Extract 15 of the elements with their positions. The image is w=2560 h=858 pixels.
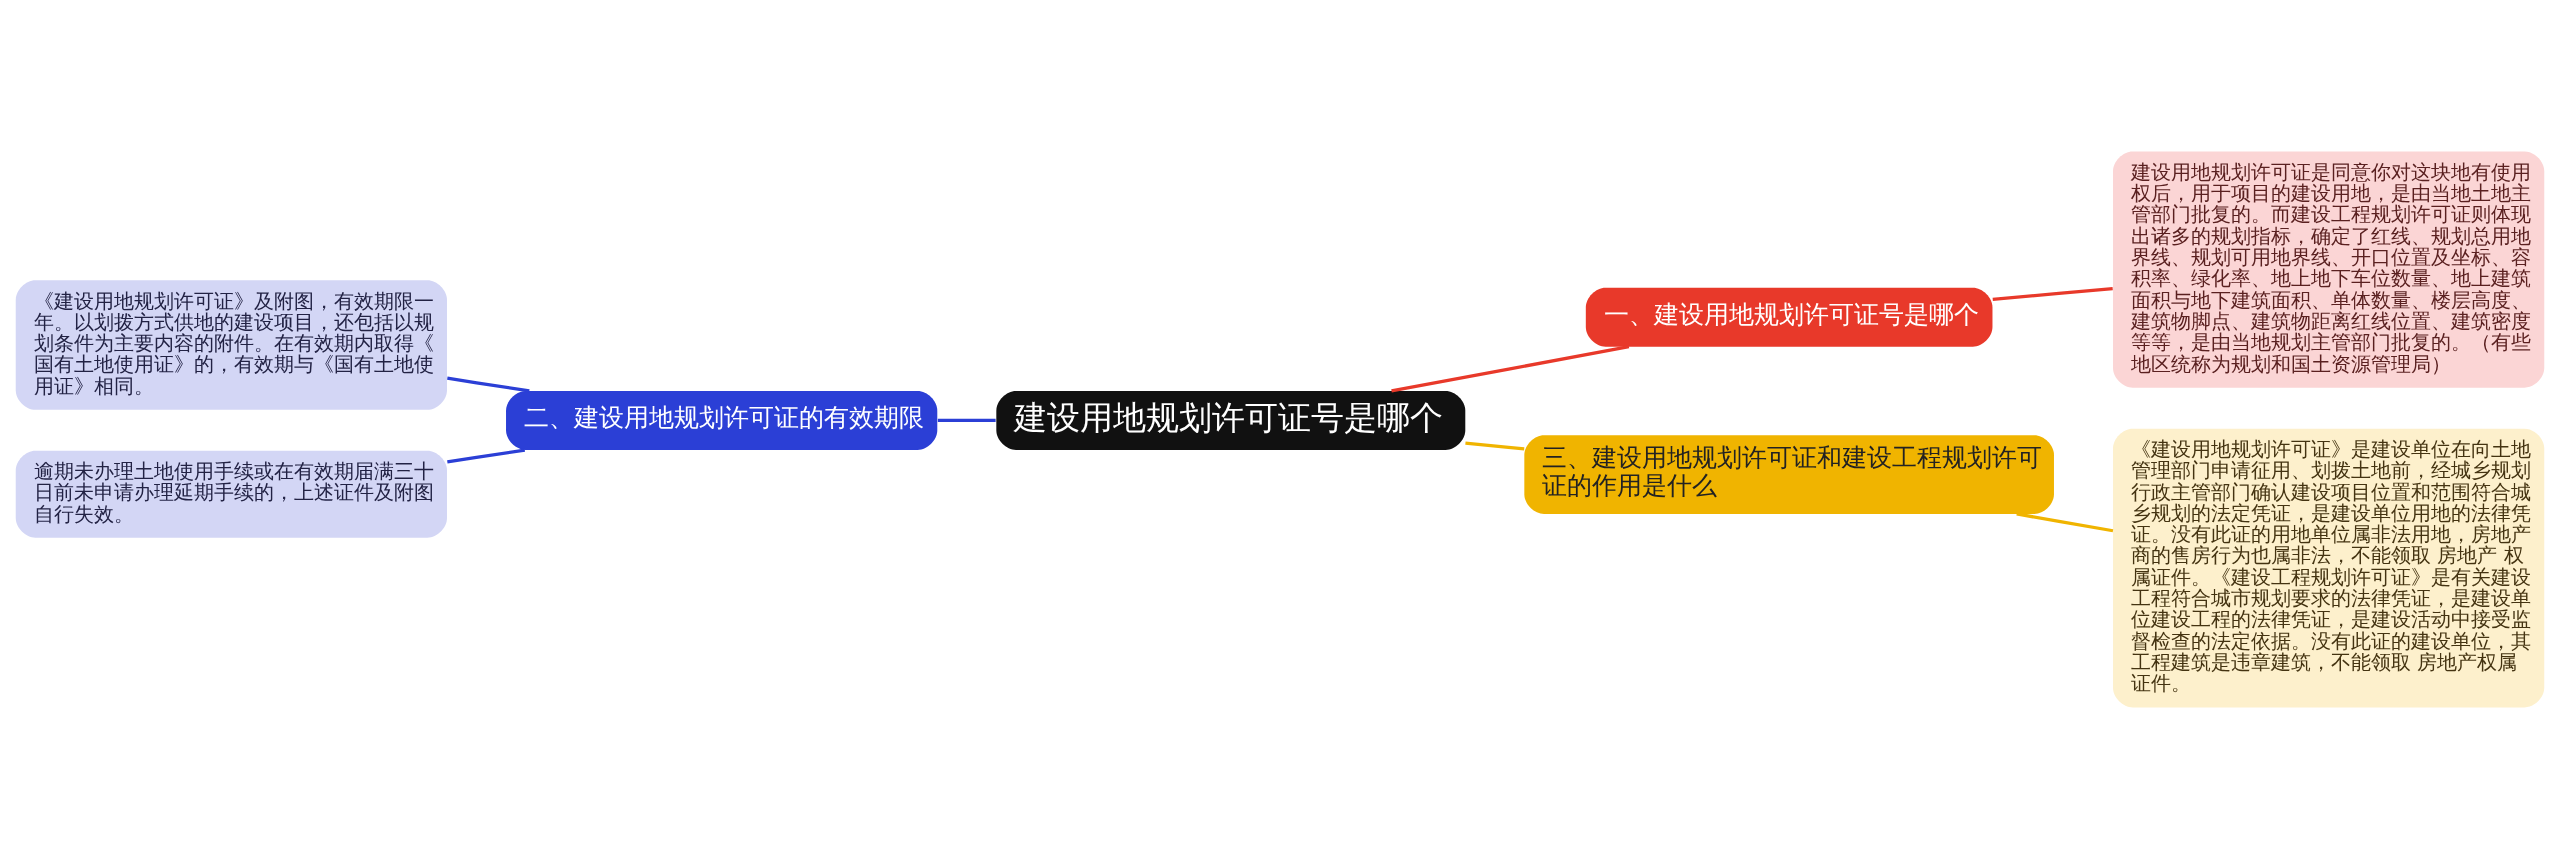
node-box: 《建设用地规划许可证》及附图，有效期限一年。以划拨方式供地的建设项目，还包括以规划条件为主要内容的附件。在有效期内取得《国有土地使用证》的，有效期与《国有土地使用证》相同。 <box>15 279 447 410</box>
connector <box>1465 441 1525 451</box>
node-box: 《建设用地规划许可证》是建设单位在向土地管理部门申请征用、划拨土地前，经城乡规划行政主管部门确认建设项目位置和范围符合城乡规划的法定凭证，是建设单位用地的法律凭证。没有此证的用地单位属非法用地，房地产商的售房行为也属非法，不能领取 房地产 权属证件。《建设工程规划许可证》是有关建设工程符合城市规划要求的法律凭证，是建设单位建设工程的法律凭证，是建设活动中接受监督检查的法定依据。没有此证的建设单位，其工程建筑是违章建筑，不能领取 房地产权属证件。 <box>2113 428 2545 707</box>
node-box: 三、建设用地规划许可证和建设工程规划许可证的作用是什么 <box>1524 434 2054 514</box>
node-box: 建设用地规划许可证号是哪个 <box>996 390 1466 450</box>
node-box: 逾期未办理土地使用手续或在有效期届满三十日前未申请办理延期手续的，上述证件及附图自行失效。 <box>15 450 447 538</box>
connector <box>1992 286 2113 301</box>
connector <box>447 447 526 463</box>
node-box: 一、建设用地规划许可证号是哪个 <box>1585 287 1993 347</box>
node-box: 二、建设用地规划许可证的有效期限 <box>506 390 938 450</box>
connector <box>447 376 530 393</box>
connector <box>937 418 996 422</box>
connector <box>2016 511 2114 532</box>
node-box: 建设用地规划许可证是同意你对这块地有使用权后，用于项目的建设用地，是由当地土地主管部门批复的。而建设工程规划许可证则体现出诸多的规划指标，确定了红线、规划总用地界线、规划可用地界线、开口位置及坐标、容积率、绿化率、地上地下车位数量、地上建筑面积与地下建筑面积、单体数量、楼层高度、建筑物脚点、建筑物距离红线位置、建筑密度等等，是由当地规划主管部门批复的。（有些地区统称为规划和国土资源管理局） <box>2113 151 2545 388</box>
connector <box>1391 344 1630 392</box>
